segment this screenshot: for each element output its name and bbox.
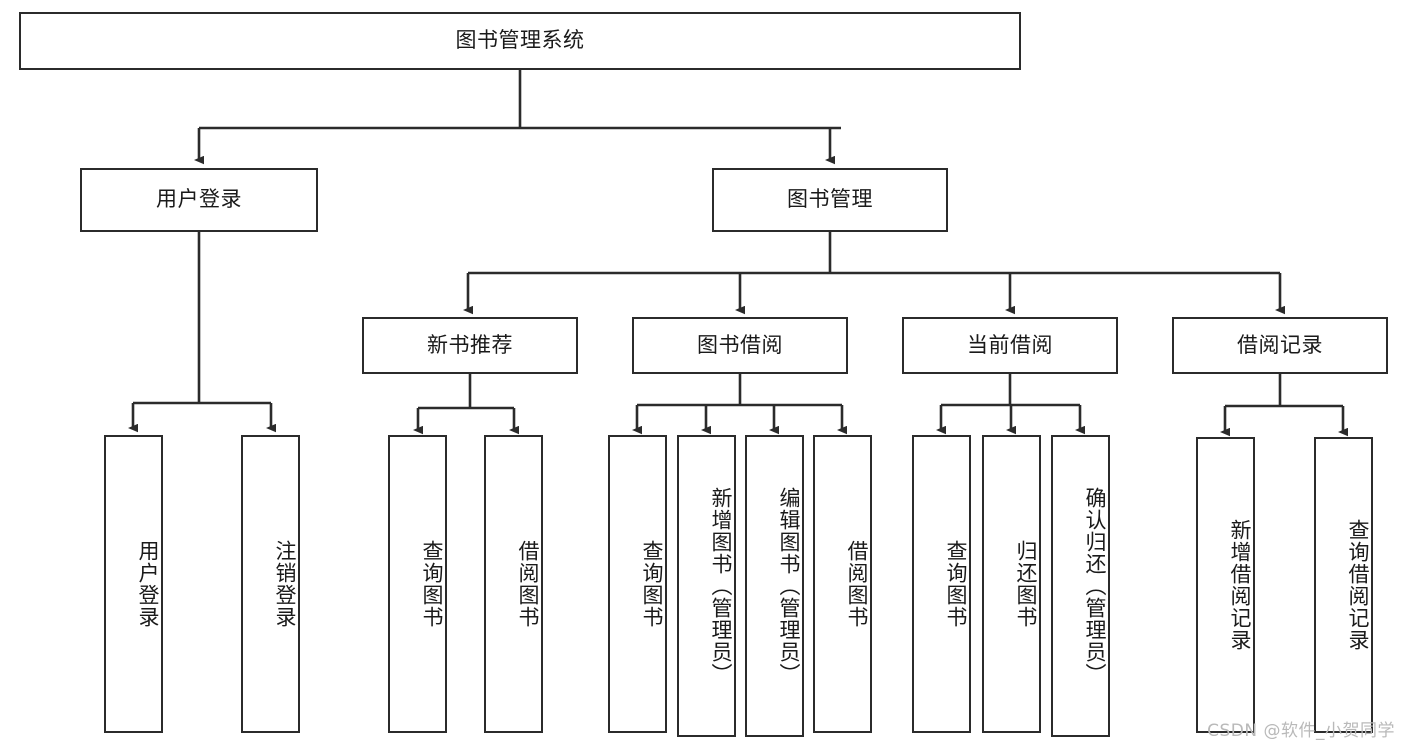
node-book-borrow-label: 图书借阅 bbox=[697, 332, 783, 357]
node-borrow-record[interactable]: 借阅记录 bbox=[1172, 317, 1388, 374]
node-book-management-label: 图书管理 bbox=[787, 187, 873, 212]
leaf-current-borrow-return[interactable]: 归还图书 bbox=[982, 435, 1041, 733]
node-user-login[interactable]: 用户登录 bbox=[80, 168, 318, 232]
node-root[interactable]: 图书管理系统 bbox=[19, 12, 1021, 70]
leaf-new-book-query[interactable]: 查询图书 bbox=[388, 435, 447, 733]
leaf-label: 归还图书 bbox=[1014, 540, 1038, 628]
leaf-label: 新增借阅记录 bbox=[1228, 519, 1252, 651]
node-current-borrow-label: 当前借阅 bbox=[967, 332, 1053, 357]
leaf-book-borrow-borrow[interactable]: 借阅图书 bbox=[813, 435, 872, 733]
leaf-current-borrow-query[interactable]: 查询图书 bbox=[912, 435, 971, 733]
node-book-management[interactable]: 图书管理 bbox=[712, 168, 948, 232]
node-root-label: 图书管理系统 bbox=[455, 28, 585, 53]
leaf-label: 借阅图书 bbox=[516, 540, 540, 628]
leaf-user-login-login[interactable]: 用户登录 bbox=[104, 435, 163, 733]
leaf-label: 借阅图书 bbox=[845, 540, 869, 628]
leaf-label: 查询图书 bbox=[944, 540, 968, 628]
leaf-label: 编辑图书（管理员） bbox=[777, 487, 801, 685]
leaf-borrow-record-query[interactable]: 查询借阅记录 bbox=[1314, 437, 1373, 733]
leaf-label: 确认归还（管理员） bbox=[1083, 487, 1107, 685]
leaf-label: 查询图书 bbox=[640, 540, 664, 628]
leaf-book-borrow-query[interactable]: 查询图书 bbox=[608, 435, 667, 733]
leaf-book-borrow-edit[interactable]: 编辑图书（管理员） bbox=[745, 435, 804, 737]
leaf-book-borrow-add[interactable]: 新增图书（管理员） bbox=[677, 435, 736, 737]
leaf-label: 查询图书 bbox=[420, 540, 444, 628]
node-current-borrow[interactable]: 当前借阅 bbox=[902, 317, 1118, 374]
leaf-new-book-borrow[interactable]: 借阅图书 bbox=[484, 435, 543, 733]
leaf-user-login-logout[interactable]: 注销登录 bbox=[241, 435, 300, 733]
node-book-borrow[interactable]: 图书借阅 bbox=[632, 317, 848, 374]
node-new-book-recommend-label: 新书推荐 bbox=[427, 332, 513, 357]
leaf-borrow-record-add[interactable]: 新增借阅记录 bbox=[1196, 437, 1255, 733]
node-user-login-label: 用户登录 bbox=[156, 187, 242, 212]
node-borrow-record-label: 借阅记录 bbox=[1237, 332, 1323, 357]
node-new-book-recommend[interactable]: 新书推荐 bbox=[362, 317, 578, 374]
leaf-label: 注销登录 bbox=[273, 540, 297, 628]
leaf-label: 用户登录 bbox=[136, 540, 160, 628]
watermark-text: CSDN @软件_小贺同学 bbox=[1207, 721, 1395, 741]
leaf-label: 新增图书（管理员） bbox=[709, 487, 733, 685]
leaf-label: 查询借阅记录 bbox=[1346, 519, 1370, 651]
leaf-current-borrow-confirm[interactable]: 确认归还（管理员） bbox=[1051, 435, 1110, 737]
